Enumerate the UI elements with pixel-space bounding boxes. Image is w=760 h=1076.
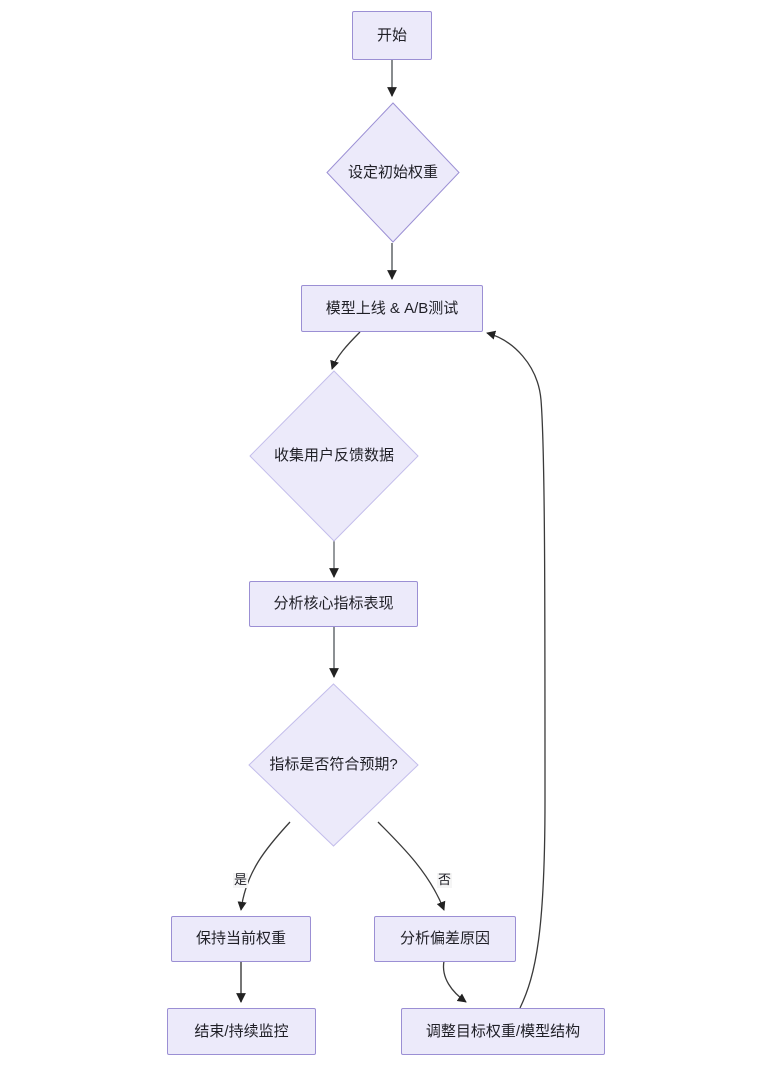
diamond-shape bbox=[248, 683, 419, 847]
edge-label-yes: 是 bbox=[233, 872, 249, 888]
node-analyze-deviation-cause-label: 分析偏差原因 bbox=[399, 930, 490, 947]
edge-deviation-to-adjust bbox=[442, 960, 467, 1003]
edge-adjust-to-launch bbox=[486, 330, 546, 1009]
edge-decision-to-keep bbox=[237, 821, 291, 911]
node-adjust-weights-structure[interactable]: 调整目标权重/模型结构 bbox=[401, 1008, 605, 1055]
node-start[interactable]: 开始 bbox=[352, 11, 432, 60]
node-analyze-deviation-cause[interactable]: 分析偏差原因 bbox=[374, 916, 516, 962]
diamond-shape bbox=[326, 102, 460, 243]
edge-label-no: 否 bbox=[437, 872, 453, 888]
node-metrics-meet-expectation[interactable]: 指标是否符合预期? bbox=[248, 683, 419, 847]
edge-decision-to-deviation bbox=[377, 821, 446, 911]
node-collect-feedback-label: 收集用户反馈数据 bbox=[273, 447, 394, 464]
node-adjust-weights-structure-label: 调整目标权重/模型结构 bbox=[425, 1022, 581, 1040]
node-model-launch-ab-test[interactable]: 模型上线 & A/B测试 bbox=[301, 285, 483, 332]
node-end-continuous-monitoring[interactable]: 结束/持续监控 bbox=[167, 1008, 316, 1055]
node-keep-current-weights-label: 保持当前权重 bbox=[195, 930, 286, 947]
diamond-shape bbox=[249, 370, 419, 542]
node-collect-feedback[interactable]: 收集用户反馈数据 bbox=[249, 370, 419, 542]
node-metrics-meet-expectation-label: 指标是否符合预期? bbox=[269, 756, 398, 773]
node-start-label: 开始 bbox=[376, 26, 407, 44]
node-set-initial-weights-label: 设定初始权重 bbox=[347, 163, 438, 181]
edge-launch-to-collect bbox=[330, 331, 361, 370]
node-analyze-core-metrics-label: 分析核心指标表现 bbox=[273, 595, 394, 612]
node-end-continuous-monitoring-label: 结束/持续监控 bbox=[194, 1022, 289, 1040]
node-set-initial-weights[interactable]: 设定初始权重 bbox=[326, 102, 460, 243]
node-keep-current-weights[interactable]: 保持当前权重 bbox=[171, 916, 311, 962]
node-model-launch-ab-test-label: 模型上线 & A/B测试 bbox=[325, 299, 459, 317]
node-analyze-core-metrics[interactable]: 分析核心指标表现 bbox=[249, 581, 418, 627]
